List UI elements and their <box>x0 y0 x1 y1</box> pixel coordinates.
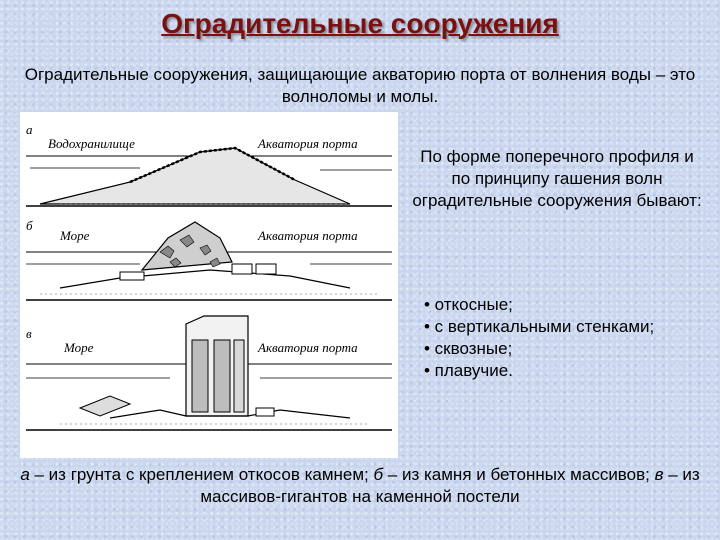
type-item-sloped: • откосные; <box>424 295 513 314</box>
panel-a-left-label: Водохранилище <box>48 136 135 151</box>
caption-text-a: – из грунта с креплением откосов камнем; <box>29 465 374 484</box>
panel-b-rubble-breakwater: б Море Акватория порта <box>26 218 392 301</box>
type-item-permeable: • сквозные; <box>424 339 513 358</box>
caption-text-c: – из массивов-гигантов на каменной посте… <box>200 465 700 506</box>
type-item-floating: • плавучие. <box>424 361 513 380</box>
panel-c-right-label: Акватория порта <box>257 340 358 355</box>
panel-b-right-label: Акватория порта <box>257 228 358 243</box>
panel-a-letter: а <box>26 122 33 137</box>
caption-text-b: – из камня и бетонных массивов; <box>383 465 655 484</box>
caption-key-c: в <box>654 465 664 484</box>
type-item-vertical-walls: • с вертикальными стенками; <box>424 317 655 336</box>
panel-c-caisson-breakwater: в Море Акватория порта <box>26 315 392 431</box>
panel-c-left-label: Море <box>63 340 94 355</box>
panel-c-letter: в <box>26 326 32 341</box>
panel-a-right-label: Акватория порта <box>257 136 358 151</box>
panel-a-earth-breakwater: а Водохранилище Акватория порта <box>26 122 392 207</box>
page-title: Оградительные сооружения <box>161 8 559 39</box>
caption-key-b: б <box>373 465 384 484</box>
caption-key-a: а <box>20 465 30 484</box>
breakwater-types-list: • откосные; • с вертикальными стенками; … <box>424 294 704 382</box>
panel-b-left-label: Море <box>59 228 90 243</box>
classification-heading: По форме поперечного профиля и по принци… <box>412 147 702 210</box>
figure-caption: а – из грунта с креплением откосов камне… <box>20 464 700 508</box>
intro-text: Оградительные сооружения, защищающие акв… <box>24 65 696 106</box>
panel-b-letter: б <box>26 218 33 233</box>
breakwater-cross-sections-figure: а Водохранилище Акватория порта б Море А… <box>20 112 398 458</box>
